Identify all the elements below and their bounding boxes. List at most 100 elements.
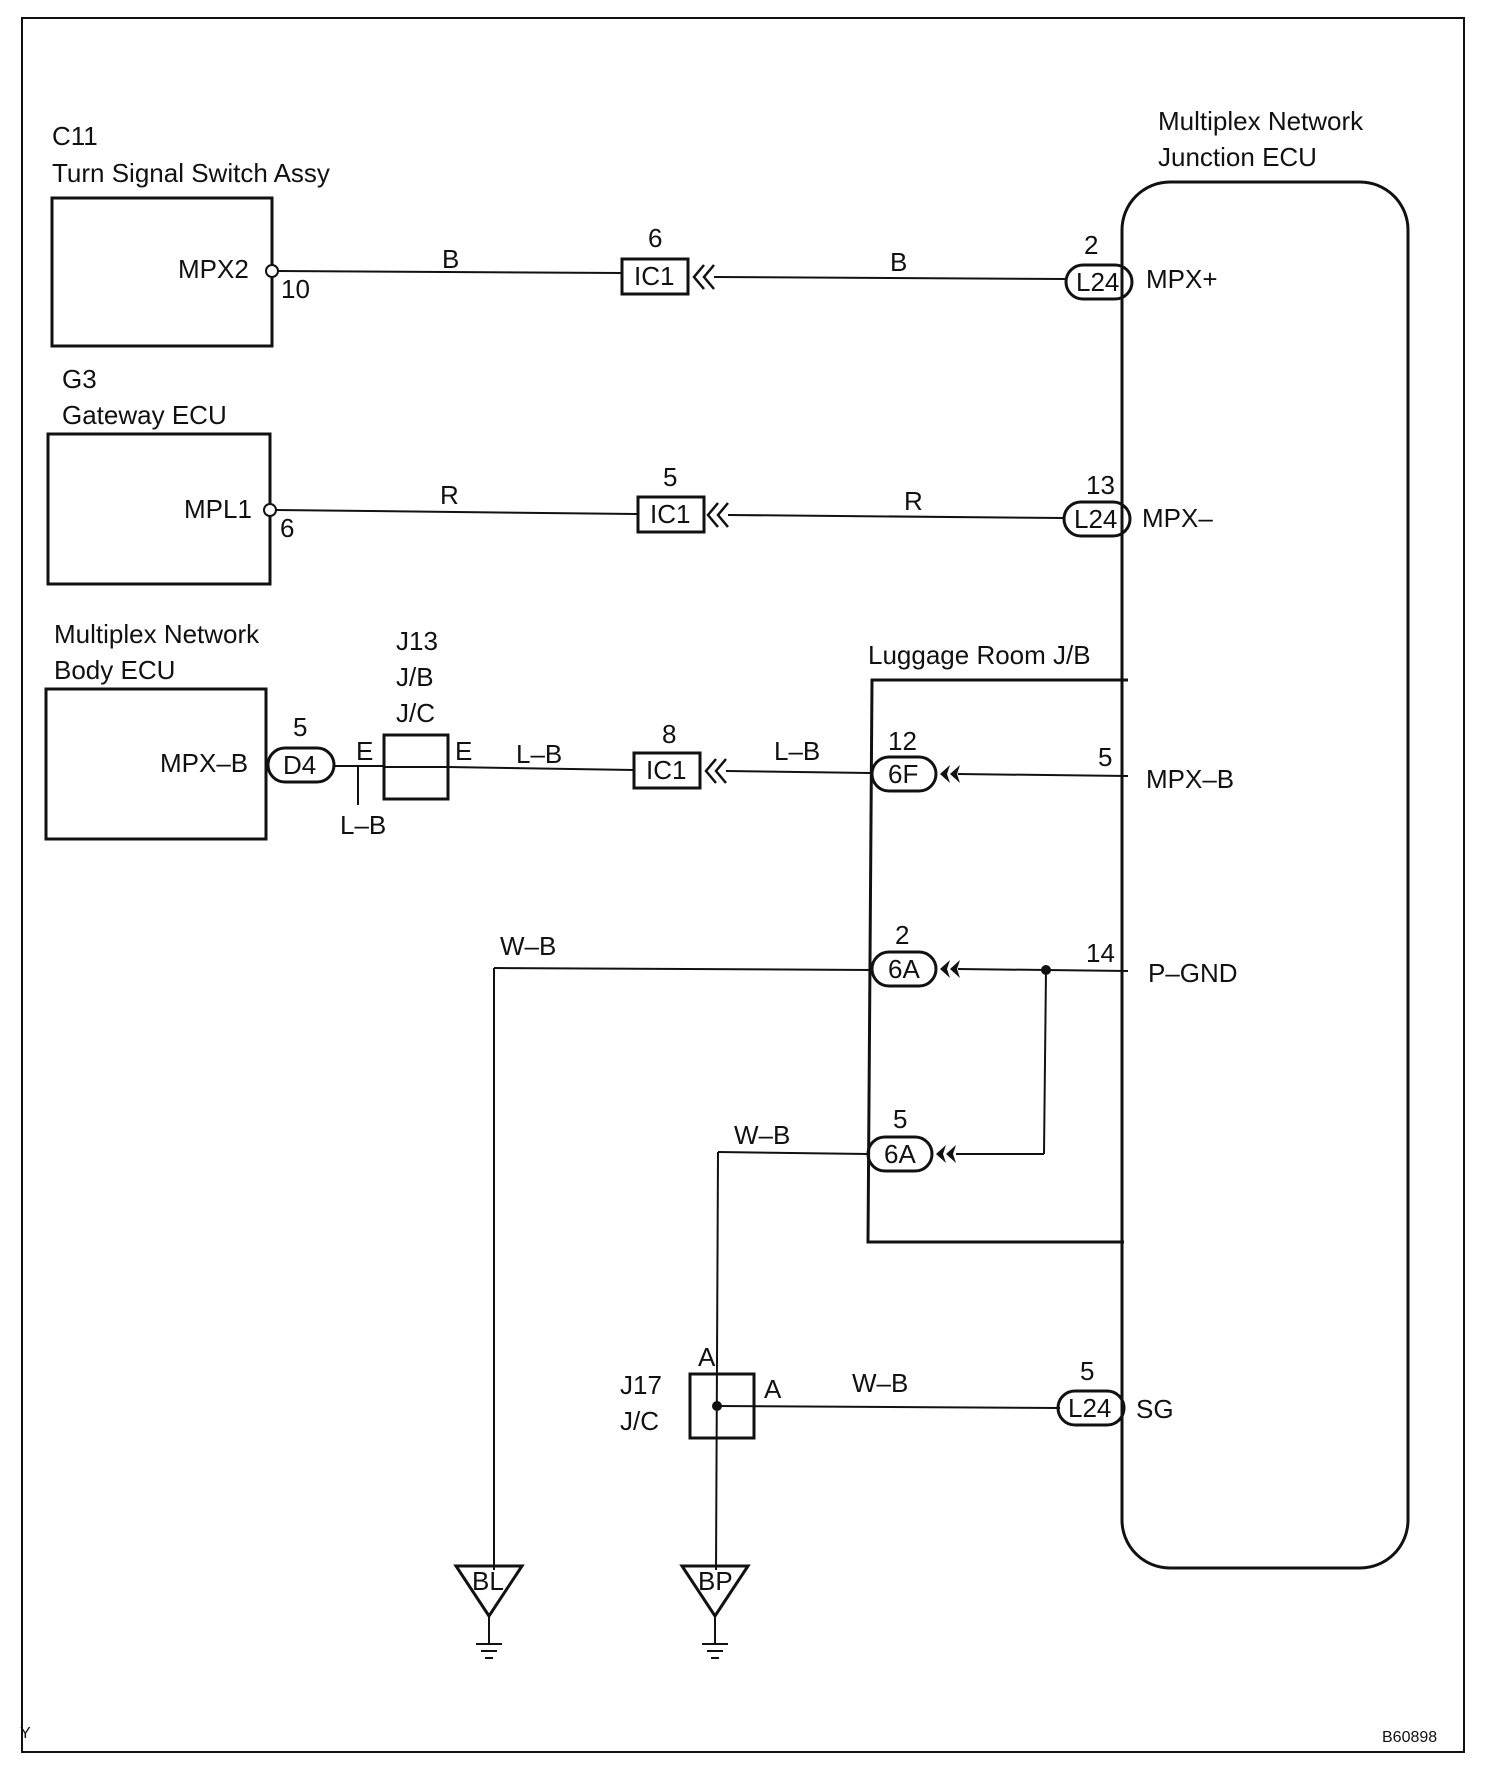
6a-bottom-pin: 5 [893, 1104, 907, 1134]
6f-pin: 12 [888, 726, 917, 756]
wire-bp-vertical [715, 1151, 719, 1571]
l24-row2-pin: 13 [1086, 470, 1115, 500]
wire-row3-right [725, 770, 871, 774]
wire-splice-vertical [1043, 969, 1047, 1155]
j13-line3: J/C [396, 698, 435, 728]
l24-row6-pin: 5 [1080, 1356, 1094, 1386]
ground-bl-symbol [476, 1616, 502, 1659]
c11-name: Turn Signal Switch Assy [52, 158, 330, 188]
j13-pin-right: E [455, 736, 472, 766]
6a-top-pin: 2 [895, 920, 909, 950]
ic1-row3-box [632, 751, 702, 790]
wire-row2-right-color: R [904, 486, 923, 516]
wire-row1-right-color: B [890, 247, 907, 277]
l24-row6-label: L24 [1068, 1393, 1111, 1423]
l24-row1-box [1064, 263, 1134, 301]
ic1-row3-chevrons [704, 758, 727, 784]
ground-bl-label: BL [472, 1566, 504, 1596]
wire-row6-color: W–B [852, 1368, 908, 1398]
ecu-name-line1: Multiplex Network [1158, 106, 1364, 136]
6f-chevrons [940, 765, 960, 783]
ic1-row1-label: IC1 [634, 261, 674, 291]
wire-row2-left [275, 509, 639, 515]
ground-bp-label: BP [698, 1566, 733, 1596]
wire-row4 [493, 967, 873, 971]
j13-code: J13 [396, 626, 438, 656]
j13-pin-left: E [356, 736, 373, 766]
ecu-mpx-b-pin: 5 [1098, 742, 1112, 772]
c11-terminal-label: MPX2 [178, 254, 249, 284]
ecu-mpx-minus: MPX– [1142, 503, 1213, 533]
j17-pin-right: A [764, 1374, 782, 1404]
c11-terminal-dot [265, 264, 279, 278]
ic1-row3-pin: 8 [662, 719, 676, 749]
wire-row1-right [713, 276, 1067, 280]
ecu-pgnd: P–GND [1148, 958, 1238, 988]
ic1-row1-box [620, 257, 690, 296]
wire-row6 [716, 1405, 1061, 1409]
j13-stub-color: L–B [340, 810, 386, 840]
g3-pin: 6 [280, 513, 294, 543]
ecu-mpx-plus: MPX+ [1146, 264, 1218, 294]
j13-line2: J/B [396, 662, 434, 692]
ic1-row2-label: IC1 [650, 499, 690, 529]
luggage-jb-box [866, 678, 1128, 1244]
6a-top-label: 6A [888, 954, 920, 984]
g3-terminal-label: MPL1 [184, 494, 252, 524]
ic1-row1-pin: 6 [648, 223, 662, 253]
ecu-sg: SG [1136, 1394, 1174, 1424]
c11-code: C11 [52, 121, 98, 151]
body-ecu-name-line2: Body ECU [54, 655, 175, 685]
6a-top-connector [870, 950, 938, 988]
6a-bottom-chevrons [936, 1145, 956, 1163]
d4-label: D4 [283, 750, 316, 780]
wire-row2-left-color: R [440, 480, 459, 510]
wire-row1-left-color: B [442, 244, 459, 274]
ground-bp-triangle [679, 1564, 751, 1619]
ground-bl-triangle [453, 1564, 525, 1619]
wire-row5-color: W–B [734, 1120, 790, 1150]
wire-row3-left [447, 766, 635, 771]
c11-pin: 10 [281, 274, 310, 304]
body-ecu-terminal-label: MPX–B [160, 748, 248, 778]
corner-code: Y [20, 1725, 31, 1742]
6f-label: 6F [888, 759, 918, 789]
body-ecu-box [44, 687, 268, 841]
ic1-row2-chevrons [706, 502, 729, 528]
ecu-pgnd-pin: 14 [1086, 938, 1115, 968]
body-ecu-name-line1: Multiplex Network [54, 619, 260, 649]
page-frame [21, 17, 1465, 1753]
wire-row3-left-color: L–B [516, 739, 562, 769]
l24-row1-label: L24 [1076, 267, 1119, 297]
ic1-row1-chevrons [692, 264, 715, 290]
j17-code: J17 [620, 1370, 662, 1400]
ecu-name-line2: Junction ECU [1158, 142, 1317, 172]
wire-row1-left [277, 270, 623, 274]
wire-row3-right-color: L–B [774, 736, 820, 766]
l24-row2-label: L24 [1074, 504, 1117, 534]
ic1-row2-box [636, 495, 706, 534]
wire-row2-right [727, 514, 1065, 519]
6a-top-chevrons [940, 960, 960, 978]
j17-line2: J/C [620, 1406, 659, 1436]
wire-6f-ecu [957, 773, 1129, 777]
junction-ecu-box [1120, 180, 1410, 1570]
l24-row1-pin: 2 [1084, 230, 1098, 260]
l24-row6-box [1056, 1389, 1126, 1427]
6a-bottom-connector [866, 1135, 934, 1173]
6a-bottom-label: 6A [884, 1139, 916, 1169]
ground-bp-symbol [702, 1616, 728, 1659]
ecu-mpx-b: MPX–B [1146, 764, 1234, 794]
luggage-jb-name: Luggage Room J/B [868, 640, 1091, 670]
wire-row5 [717, 1151, 869, 1155]
j17-pin-top: A [698, 1342, 716, 1372]
wire-row4-color: W–B [500, 931, 556, 961]
figure-id: B60898 [1382, 1729, 1437, 1746]
g3-terminal-dot [263, 503, 277, 517]
g3-code: G3 [62, 364, 97, 394]
g3-name: Gateway ECU [62, 400, 227, 430]
ic1-row2-pin: 5 [663, 462, 677, 492]
l24-row2-box [1062, 500, 1132, 538]
6f-connector [870, 755, 938, 793]
